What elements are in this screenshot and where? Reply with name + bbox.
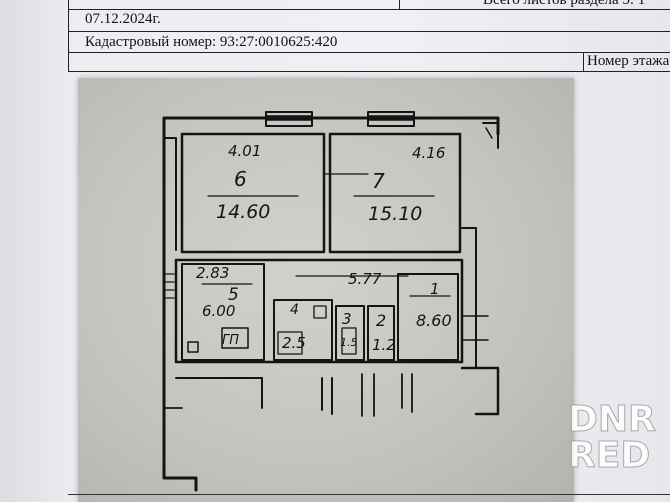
watermark-line2: RED <box>568 435 651 476</box>
room6-area: 14.60 <box>216 201 270 223</box>
stove-mark: ГП <box>222 333 239 348</box>
site-watermark: DNR RED <box>568 399 660 480</box>
floor-plan-drawing: 4.01 4.16 6 14.60 7 15.10 2.83 5.77 5 6.… <box>162 111 500 492</box>
floor-plan-photo: 4.01 4.16 6 14.60 7 15.10 2.83 5.77 5 6.… <box>78 78 574 502</box>
room5-number: 5 <box>228 285 239 305</box>
row-cadastral: Кадастровый номер: 93:27:0010625:420 <box>68 32 670 53</box>
room2-area: 1.2 <box>372 336 396 354</box>
room1-number: 1 <box>430 280 440 298</box>
cadastral-number: Кадастровый номер: 93:27:0010625:420 <box>85 34 338 50</box>
room4-area: 2.5 <box>282 334 306 352</box>
total-sheets-text: Всего листов раздела 5: 1 <box>483 0 646 8</box>
watermark-line1: DNR <box>568 399 657 440</box>
room3-number: 3 <box>342 310 352 328</box>
room4-number: 4 <box>290 302 299 318</box>
dim-room5-width: 2.83 <box>196 264 229 282</box>
room5-area: 6.00 <box>202 302 235 320</box>
row-floor: Номер этажа <box>68 53 670 72</box>
room7-number: 7 <box>372 169 385 193</box>
room2-number: 2 <box>376 311 386 330</box>
room3-area: 1.5 <box>340 336 358 349</box>
room7-area: 15.10 <box>368 203 422 225</box>
dim-corridor-length: 5.77 <box>348 270 382 288</box>
dim-room6-width: 4.01 <box>228 142 261 160</box>
floor-number-label: Номер этажа <box>587 53 670 69</box>
dim-room7-width: 4.16 <box>412 144 445 162</box>
row-total-sheets: Всего листов раздела 5: 1 <box>68 0 670 10</box>
room1-area: 8.60 <box>416 311 452 330</box>
form-bottom-border <box>68 494 670 495</box>
room6-number: 6 <box>234 167 247 191</box>
date-text: 07.12.2024г. <box>85 11 161 27</box>
row-date: 07.12.2024г. <box>68 9 670 32</box>
header-form-table: Всего листов раздела 5: 1 07.12.2024г. К… <box>68 0 670 74</box>
